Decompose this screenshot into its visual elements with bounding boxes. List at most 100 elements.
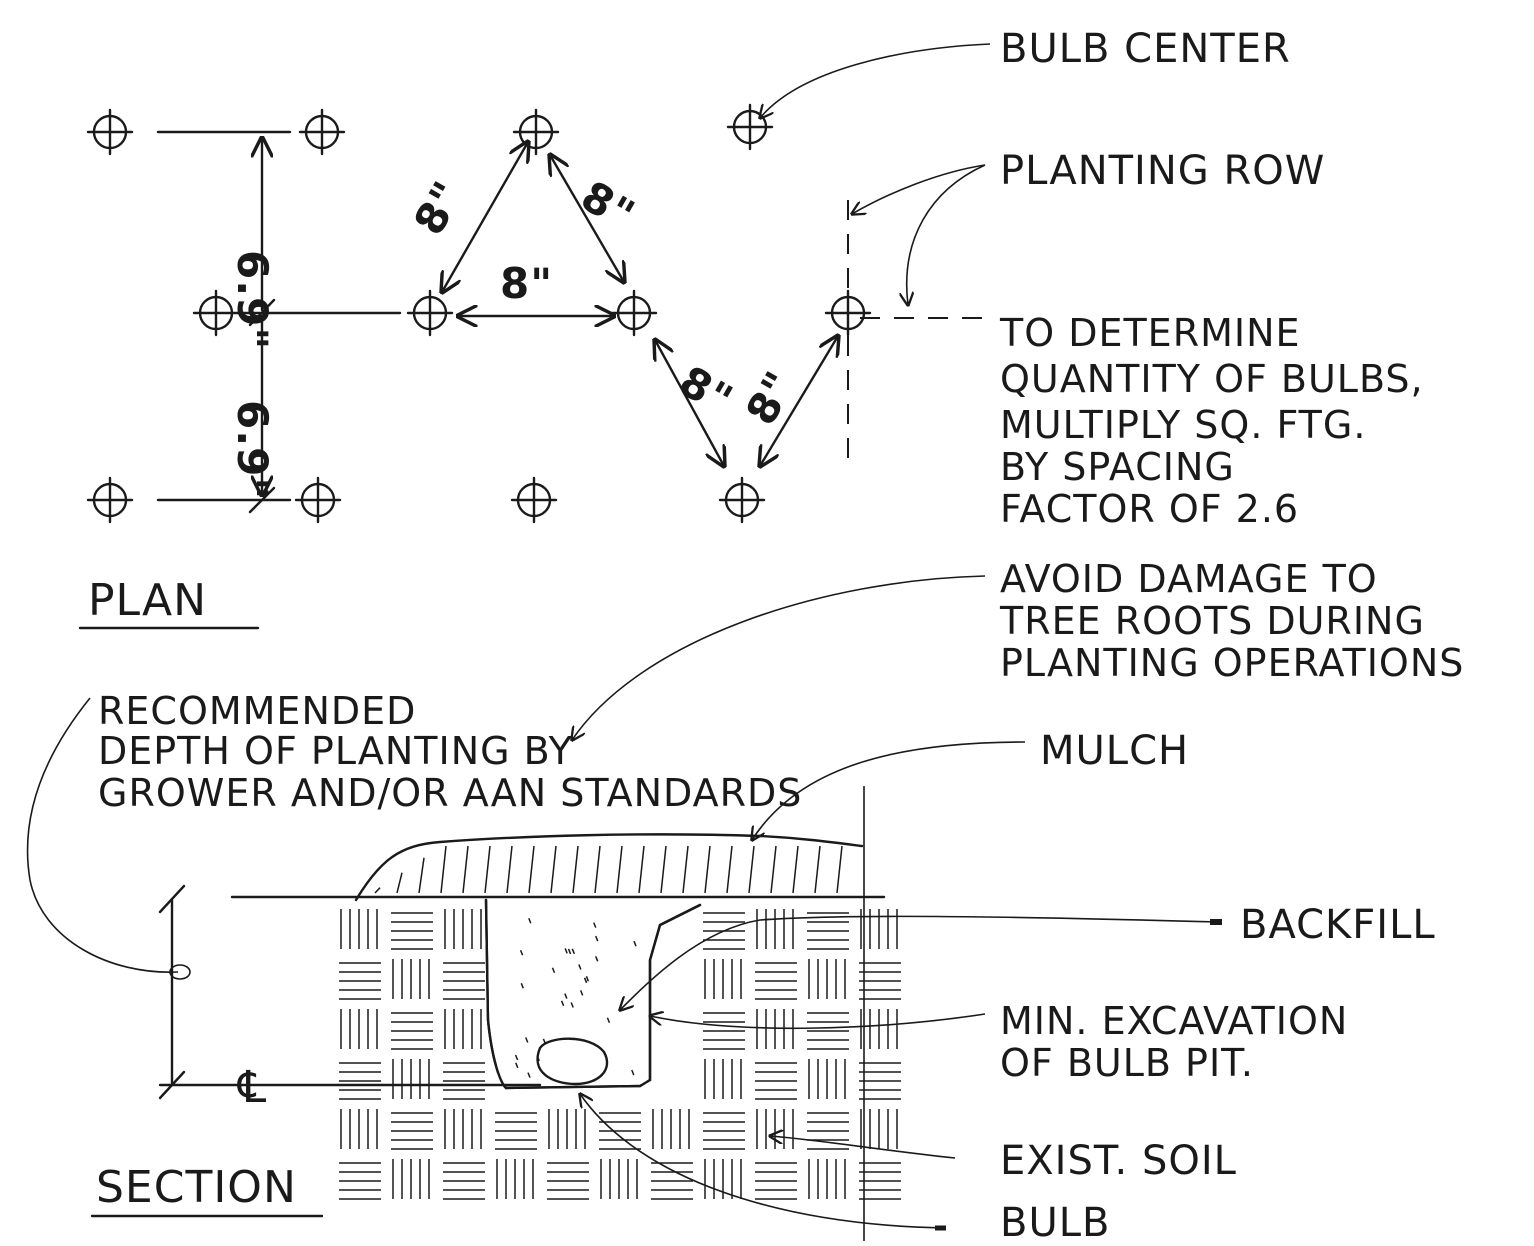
backfill-dot	[595, 956, 599, 962]
mulch-stroke	[638, 845, 645, 894]
soil-block	[859, 962, 901, 1000]
dimension-tick	[248, 486, 276, 514]
soil-block	[599, 1112, 641, 1150]
backfill-dot	[570, 1002, 574, 1008]
bulb-pit-outline	[484, 898, 702, 1090]
centerline-symbol: ℄	[237, 1062, 267, 1113]
dimension-label-8: 8"	[671, 356, 741, 425]
bulb-center-symbol	[718, 476, 766, 524]
bulb-center-symbol	[86, 108, 134, 156]
soil-block	[860, 909, 898, 949]
soil-block	[703, 1012, 745, 1050]
soil-block	[496, 1159, 534, 1199]
label-planting-row: PLANTING ROW	[1000, 148, 1325, 194]
mulch-stroke	[616, 845, 623, 894]
mulch-stroke	[462, 845, 469, 894]
dimension-label-8: 8"	[500, 259, 553, 308]
backfill-dot	[515, 1062, 519, 1069]
bulb-symbols	[86, 103, 872, 524]
backfill-dot	[578, 964, 582, 970]
soil-block	[391, 1112, 433, 1150]
soil-block	[340, 1109, 378, 1149]
note-line: OF BULB PIT.	[1000, 1041, 1254, 1085]
backfill-dot	[528, 917, 532, 924]
soil-block	[755, 1162, 797, 1200]
dimension-line	[550, 155, 624, 282]
mulch-stroke	[704, 845, 711, 894]
backfill-dot	[520, 983, 524, 989]
soil-block	[860, 1009, 898, 1049]
backfill-area	[497, 902, 647, 1084]
soil-block	[808, 1059, 846, 1099]
soil-block	[392, 959, 430, 999]
bulb-center-symbol	[298, 108, 346, 156]
soil-block	[755, 962, 797, 1000]
soil-block	[703, 1112, 745, 1150]
mulch-stroke	[814, 845, 821, 894]
note-line: FACTOR OF 2.6	[1000, 487, 1299, 531]
leader-recommended-depth	[26, 697, 179, 973]
soil-block	[755, 1062, 797, 1100]
soil-block	[444, 1109, 482, 1149]
mulch-stroke	[374, 887, 381, 894]
mulch-stroke	[594, 845, 601, 894]
dimension-label-8: 8"	[573, 171, 643, 240]
soil-block	[391, 1012, 433, 1050]
label-bulb-center: BULB CENTER	[1000, 26, 1291, 72]
soil-block	[756, 1009, 794, 1049]
bulb-shape	[536, 1037, 609, 1086]
note-line: AVOID DAMAGE TO	[1000, 557, 1378, 601]
backfill-dot	[585, 976, 590, 982]
note-line: TO DETERMINE	[999, 311, 1301, 355]
soil-block	[704, 1159, 742, 1199]
section-view: ℄ SECTION	[90, 786, 901, 1241]
bulb-center-symbol	[192, 289, 240, 337]
leader-exist-soil	[770, 1136, 956, 1159]
note-line: MIN. EXCAVATION	[1000, 999, 1348, 1043]
backfill-dot	[579, 990, 584, 996]
soil-block	[340, 1009, 378, 1049]
label-bulb: BULB	[1000, 1200, 1110, 1241]
bulb-center-symbol	[512, 108, 560, 156]
soil-block	[860, 1109, 898, 1149]
plan-view: 6.9" 6.9" 8" 8" 8" 8" 8" PLAN	[78, 103, 990, 630]
leader-planting-row	[852, 164, 986, 214]
mulch-stroke	[682, 845, 689, 894]
soil-block	[756, 909, 794, 949]
label-exist-soil: EXIST. SOIL	[1000, 1138, 1237, 1184]
backfill-dot	[567, 948, 572, 955]
section-title: SECTION	[96, 1162, 297, 1213]
soil-block	[704, 959, 742, 999]
bulb-center-symbol	[726, 103, 774, 151]
soil-block	[704, 1059, 742, 1099]
soil-block	[495, 1112, 537, 1150]
soil-block	[443, 1162, 485, 1200]
backfill-dot	[631, 1069, 635, 1076]
note-line: DEPTH OF PLANTING BY	[98, 729, 573, 773]
backfill-dot	[583, 977, 588, 984]
soil-block	[756, 1109, 794, 1149]
leader-planting-row	[907, 164, 986, 305]
mulch-stroke	[396, 872, 403, 894]
backfill-dot	[564, 948, 568, 954]
dimension-tick	[248, 298, 276, 327]
mulch-stroke	[440, 845, 447, 894]
leader-bulb	[580, 1094, 946, 1229]
mulch-stroke	[660, 845, 667, 894]
dimension-line	[442, 142, 528, 292]
mulch-stroke	[572, 845, 579, 894]
label-backfill: BACKFILL	[1240, 902, 1436, 948]
dimension-label-6-9-upper: 6.9"	[228, 250, 277, 350]
soil-block	[651, 1162, 693, 1200]
backfill-dot	[514, 1054, 519, 1061]
note-line: BY SPACING	[1000, 445, 1235, 489]
leader-backfill	[620, 915, 1221, 1010]
backfill-dot	[519, 949, 524, 956]
soil-block	[600, 1159, 638, 1199]
bulb-center-symbol	[294, 476, 342, 524]
mulch-stroke	[418, 857, 425, 894]
soil-block	[392, 1059, 430, 1099]
backfill-stipple	[514, 917, 637, 1078]
dimension-label-8: 8"	[736, 363, 805, 433]
